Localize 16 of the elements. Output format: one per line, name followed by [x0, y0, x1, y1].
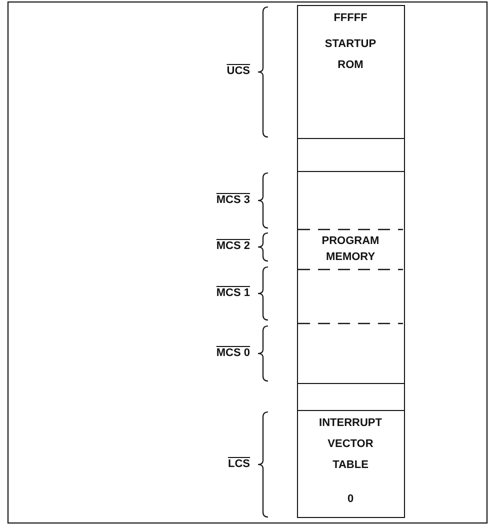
- memory-region-box: [297, 5, 405, 139]
- empty-region-box: [297, 138, 405, 172]
- region-label: PROGRAM MEMORY: [320, 234, 380, 265]
- chip-select-signal: UCS: [226, 65, 250, 77]
- chip-select-signal: MCS 1: [216, 286, 250, 298]
- chip-select-signal: MCS 2: [216, 240, 250, 252]
- chip-select-signal: MCS 0: [216, 346, 250, 358]
- memory-region-box: [297, 410, 405, 518]
- chip-select-signal: LCS: [228, 458, 250, 470]
- region-label: STARTUP ROM: [324, 37, 378, 73]
- region-label: INTERRUPT VECTOR TABLE: [318, 416, 383, 473]
- chip-select-signal: MCS 3: [216, 194, 250, 206]
- empty-region-box: [297, 383, 405, 411]
- memory-region-box: [297, 171, 405, 384]
- address-label: 0: [346, 492, 355, 507]
- address-label: FFFFF: [332, 11, 368, 26]
